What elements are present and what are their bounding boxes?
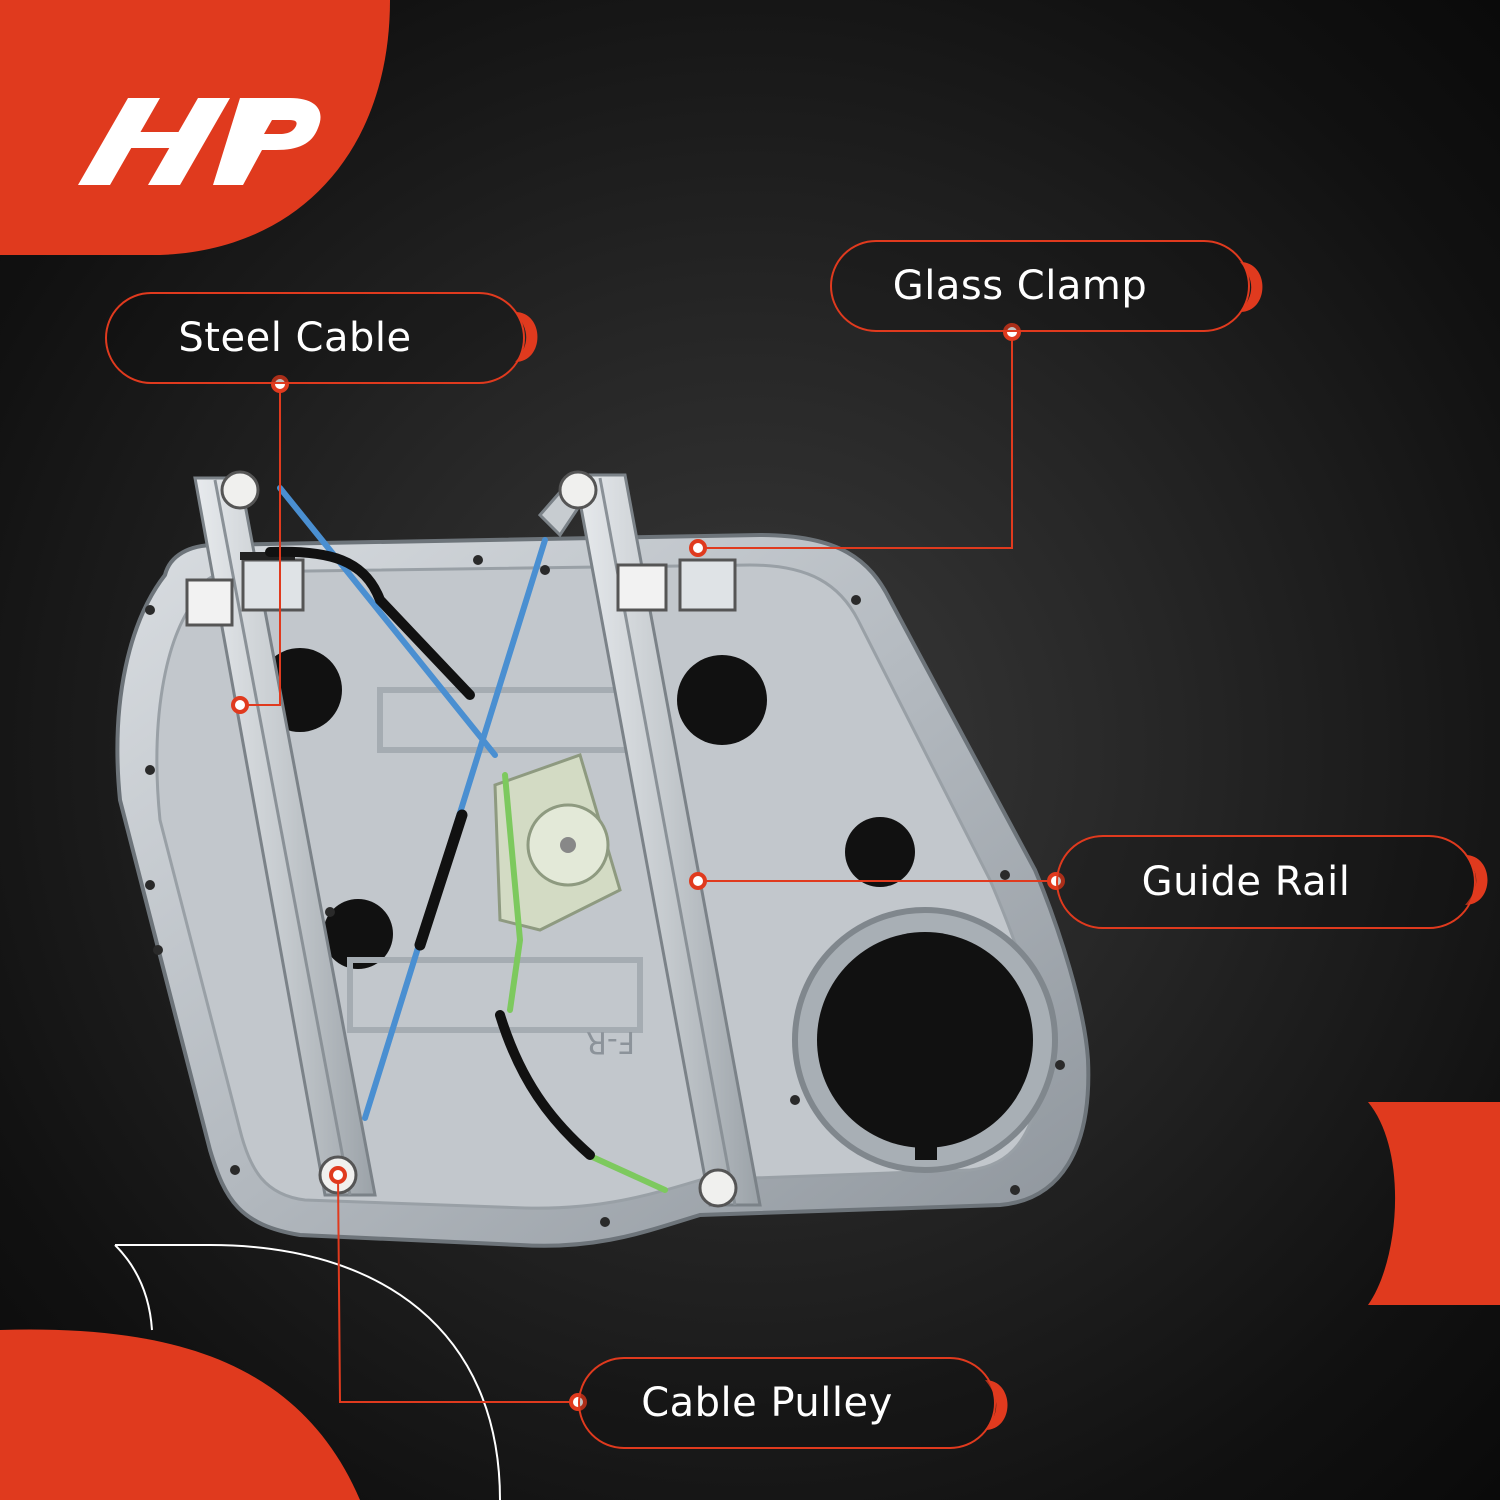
callout-label: Guide Rail [1141, 859, 1351, 905]
bottom-left-corner-shape [0, 1329, 360, 1500]
decorative-arc-left [114, 1244, 153, 1331]
callout-guide-rail: Guide Rail [1056, 835, 1476, 929]
callout-tabs [515, 262, 1488, 1430]
callout-label: Glass Clamp [892, 263, 1148, 309]
right-guide-rail [537, 472, 762, 1207]
callout-label: Cable Pulley [641, 1380, 893, 1426]
panel-stamp-text: F-R [586, 1024, 635, 1059]
callout-glass-clamp: Glass Clamp [830, 240, 1250, 332]
door-panel: F-R [115, 532, 1091, 1248]
leader-lines [240, 332, 1056, 1403]
regulator-gear-housing [493, 753, 622, 932]
right-edge-shape [1368, 1102, 1500, 1305]
callout-label: Steel Cable [178, 315, 412, 361]
callout-cable-pulley: Cable Pulley [578, 1357, 996, 1449]
cables [265, 485, 668, 1193]
callout-steel-cable: Steel Cable [105, 292, 525, 384]
brand-logo [78, 98, 321, 185]
decorative-arc [115, 1244, 501, 1500]
